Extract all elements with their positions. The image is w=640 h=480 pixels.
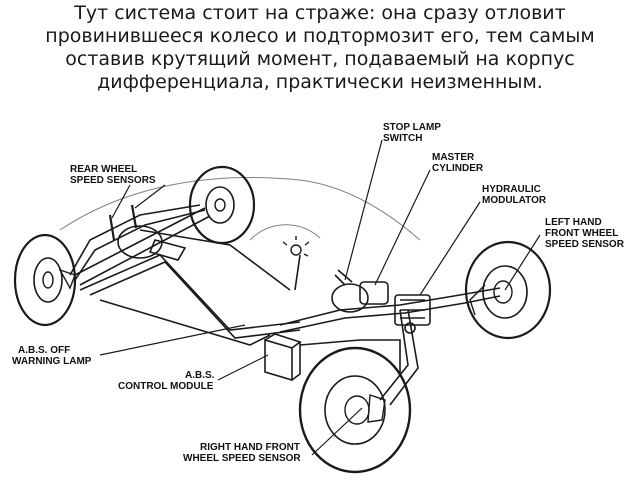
svg-text:A.B.S.: A.B.S. [185,370,215,381]
brake-lines [69,204,501,406]
svg-text:REAR WHEEL: REAR WHEEL [70,164,137,175]
label-stop-lamp-switch: STOP LAMP SWITCH [383,122,441,144]
svg-text:SPEED SENSOR: SPEED SENSOR [545,239,625,250]
label-rear-wheel-speed-sensors: REAR WHEEL SPEED SENSORS [70,164,156,186]
label-left-hand-front-wheel-speed-sensor: LEFT HAND FRONT WHEEL SPEED SENSOR [545,217,625,250]
leader-lines [99,139,541,456]
caption-text: Тут система стоит на страже: она сразу о… [45,2,595,93]
rear-left-wheel [13,233,77,327]
svg-text:WARNING LAMP: WARNING LAMP [12,356,92,367]
label-abs-control-module: A.B.S. CONTROL MODULE [118,370,215,392]
svg-text:RIGHT HAND FRONT: RIGHT HAND FRONT [200,442,300,453]
svg-text:CONTROL MODULE: CONTROL MODULE [118,381,214,392]
svg-text:LEFT HAND: LEFT HAND [545,217,602,228]
label-right-hand-front-wheel-speed-sensor: RIGHT HAND FRONT WHEEL SPEED SENSOR [183,442,301,464]
abs-warning-lamp-icon [282,236,310,257]
svg-text:SWITCH: SWITCH [383,133,422,144]
svg-text:WHEEL SPEED SENSOR: WHEEL SPEED SENSOR [183,453,301,464]
right-front-wheel [298,346,412,474]
left-front-wheel [464,240,552,340]
svg-text:MASTER: MASTER [432,152,475,163]
label-abs-off-warning-lamp: A.B.S. OFF WARNING LAMP [12,345,92,367]
car-body-outline [59,176,421,241]
svg-text:CYLINDER: CYLINDER [432,163,484,174]
label-hydraulic-modulator: HYDRAULIC MODULATOR [482,184,547,206]
svg-text:SPEED SENSORS: SPEED SENSORS [70,175,156,186]
svg-text:FRONT WHEEL: FRONT WHEEL [545,228,618,239]
label-master-cylinder: MASTER CYLINDER [432,152,484,174]
svg-text:STOP LAMP: STOP LAMP [383,122,441,133]
master-cylinder [331,269,389,313]
rear-right-wheel [188,165,256,245]
svg-text:HYDRAULIC: HYDRAULIC [482,184,541,195]
abs-system-diagram: STOP LAMP SWITCH MASTER CYLINDER HYDRAUL… [12,122,625,474]
svg-text:MODULATOR: MODULATOR [482,195,547,206]
abs-control-module [264,333,302,382]
hydraulic-modulator [394,294,431,334]
svg-text:A.B.S. OFF: A.B.S. OFF [18,345,70,356]
rear-differential [74,204,211,286]
